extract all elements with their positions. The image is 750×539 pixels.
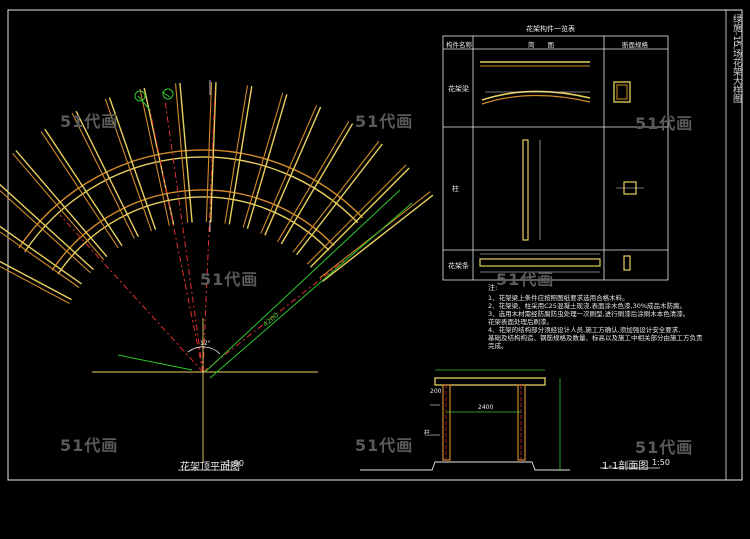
curved-beam bbox=[51, 189, 335, 271]
section-post-label: 柱 bbox=[424, 430, 431, 437]
plan-view-title: 花架顶平面图 bbox=[180, 462, 240, 473]
radial-strip-edge bbox=[71, 112, 135, 239]
note-line: 1、花架梁上条件应按照图纸要求选用合格木料。 bbox=[488, 294, 629, 302]
radial-strip-edge bbox=[277, 121, 350, 243]
note-line: 4、花架的结构部分须经设计人员,施工方确认,须加强设计安全要求, bbox=[488, 326, 681, 334]
watermark: 51代画 bbox=[635, 114, 694, 133]
radial-strip-edge bbox=[0, 189, 91, 274]
radial-center-lines bbox=[59, 89, 346, 373]
note-line: 2、花架梁、柱采用C25混凝土现浇,表面涂木色漆,30%成品木防腐。 bbox=[488, 302, 687, 310]
notes-heading: 注: bbox=[488, 284, 498, 292]
radial-strip-edge bbox=[0, 265, 70, 305]
radial-strip-edge bbox=[292, 141, 380, 253]
radial-strip bbox=[246, 94, 288, 229]
radial-strip bbox=[0, 225, 82, 285]
radial-strip bbox=[322, 194, 434, 282]
radial-strip bbox=[0, 183, 94, 271]
table-row-strip: 花架条 bbox=[448, 262, 469, 270]
curved-beam bbox=[57, 196, 330, 275]
radial-strip bbox=[296, 143, 383, 256]
drawing-frame bbox=[7, 9, 743, 481]
callout-circle-b bbox=[162, 88, 174, 100]
note-line: 基础及结构构造、钢筋规格及数量、标高以及施工中相关部分由施工方负责 bbox=[488, 334, 703, 342]
table-header-section: 断面规格 bbox=[622, 41, 648, 49]
radial-strip bbox=[179, 82, 193, 223]
note-line: 花架表面处理后刷漆。 bbox=[488, 318, 553, 326]
radial-strip bbox=[0, 260, 72, 301]
radial-strip bbox=[309, 167, 410, 268]
radial-strip-edge bbox=[0, 231, 80, 288]
watermark: 51代画 bbox=[355, 112, 414, 131]
watermark: 51代画 bbox=[496, 270, 555, 289]
radial-strip-edge bbox=[224, 85, 248, 224]
table-column-drawing bbox=[522, 139, 644, 241]
radial-strip bbox=[44, 128, 123, 247]
note-line: 完成。 bbox=[488, 342, 508, 350]
side-drawing-title: 广场花架大样图 bbox=[731, 40, 741, 103]
section-view-drawing bbox=[360, 369, 570, 471]
radial-strip-edge bbox=[40, 131, 119, 249]
radial-strip bbox=[264, 106, 322, 236]
radial-strip-edge bbox=[242, 92, 284, 228]
watermark: 51代画 bbox=[200, 270, 259, 289]
table-header-name: 构件名称 bbox=[446, 41, 472, 49]
curved-beam bbox=[18, 149, 364, 249]
radial-strip-edge bbox=[306, 164, 407, 265]
component-table bbox=[442, 35, 669, 281]
plan-view-scale: 1:50 bbox=[226, 459, 244, 468]
watermark: 51代画 bbox=[635, 438, 694, 457]
side-drawing-code: 绿施-15 bbox=[731, 14, 741, 47]
dimension-lines bbox=[117, 91, 413, 379]
plan-dim-angle: 12° bbox=[200, 340, 211, 347]
section-top-dim: 200 bbox=[430, 388, 442, 395]
section-span-dim: 2400 bbox=[478, 404, 494, 411]
section-view-scale: 1:50 bbox=[652, 458, 670, 467]
section-view-title: 1-1剖面图 bbox=[602, 461, 649, 472]
table-header-sketch: 简 图 bbox=[528, 41, 554, 49]
table-row-column: 柱 bbox=[452, 185, 459, 193]
radial-strip bbox=[108, 97, 157, 230]
radial-strip-edge bbox=[139, 88, 170, 226]
table-title: 花架构件一览表 bbox=[526, 25, 575, 33]
callout-circle-a bbox=[134, 90, 146, 102]
watermark: 51代画 bbox=[60, 436, 119, 455]
radial-strip bbox=[75, 110, 139, 237]
radial-strip-edge bbox=[104, 98, 152, 232]
angle-arc bbox=[187, 346, 221, 355]
radial-strip bbox=[210, 82, 217, 223]
radial-strip-edge bbox=[12, 152, 105, 260]
table-beam-drawing bbox=[480, 61, 631, 105]
radial-strip bbox=[280, 123, 354, 245]
watermark: 51代画 bbox=[60, 112, 119, 131]
radial-strip bbox=[228, 86, 253, 225]
radial-strip bbox=[15, 150, 108, 258]
watermark: 51代画 bbox=[355, 436, 414, 455]
radial-strip-edge bbox=[205, 82, 213, 223]
plan-view-fan bbox=[0, 82, 434, 305]
table-row-beam: 花架梁 bbox=[448, 85, 469, 93]
radial-strip-edge bbox=[174, 83, 189, 223]
note-line: 3、选用木材需经防腐防虫处理一次刷型,进行刷漆后涂刷木本色清漆。 bbox=[488, 310, 690, 318]
table-strip-drawing bbox=[479, 253, 631, 273]
radial-strip-edge bbox=[260, 104, 318, 234]
